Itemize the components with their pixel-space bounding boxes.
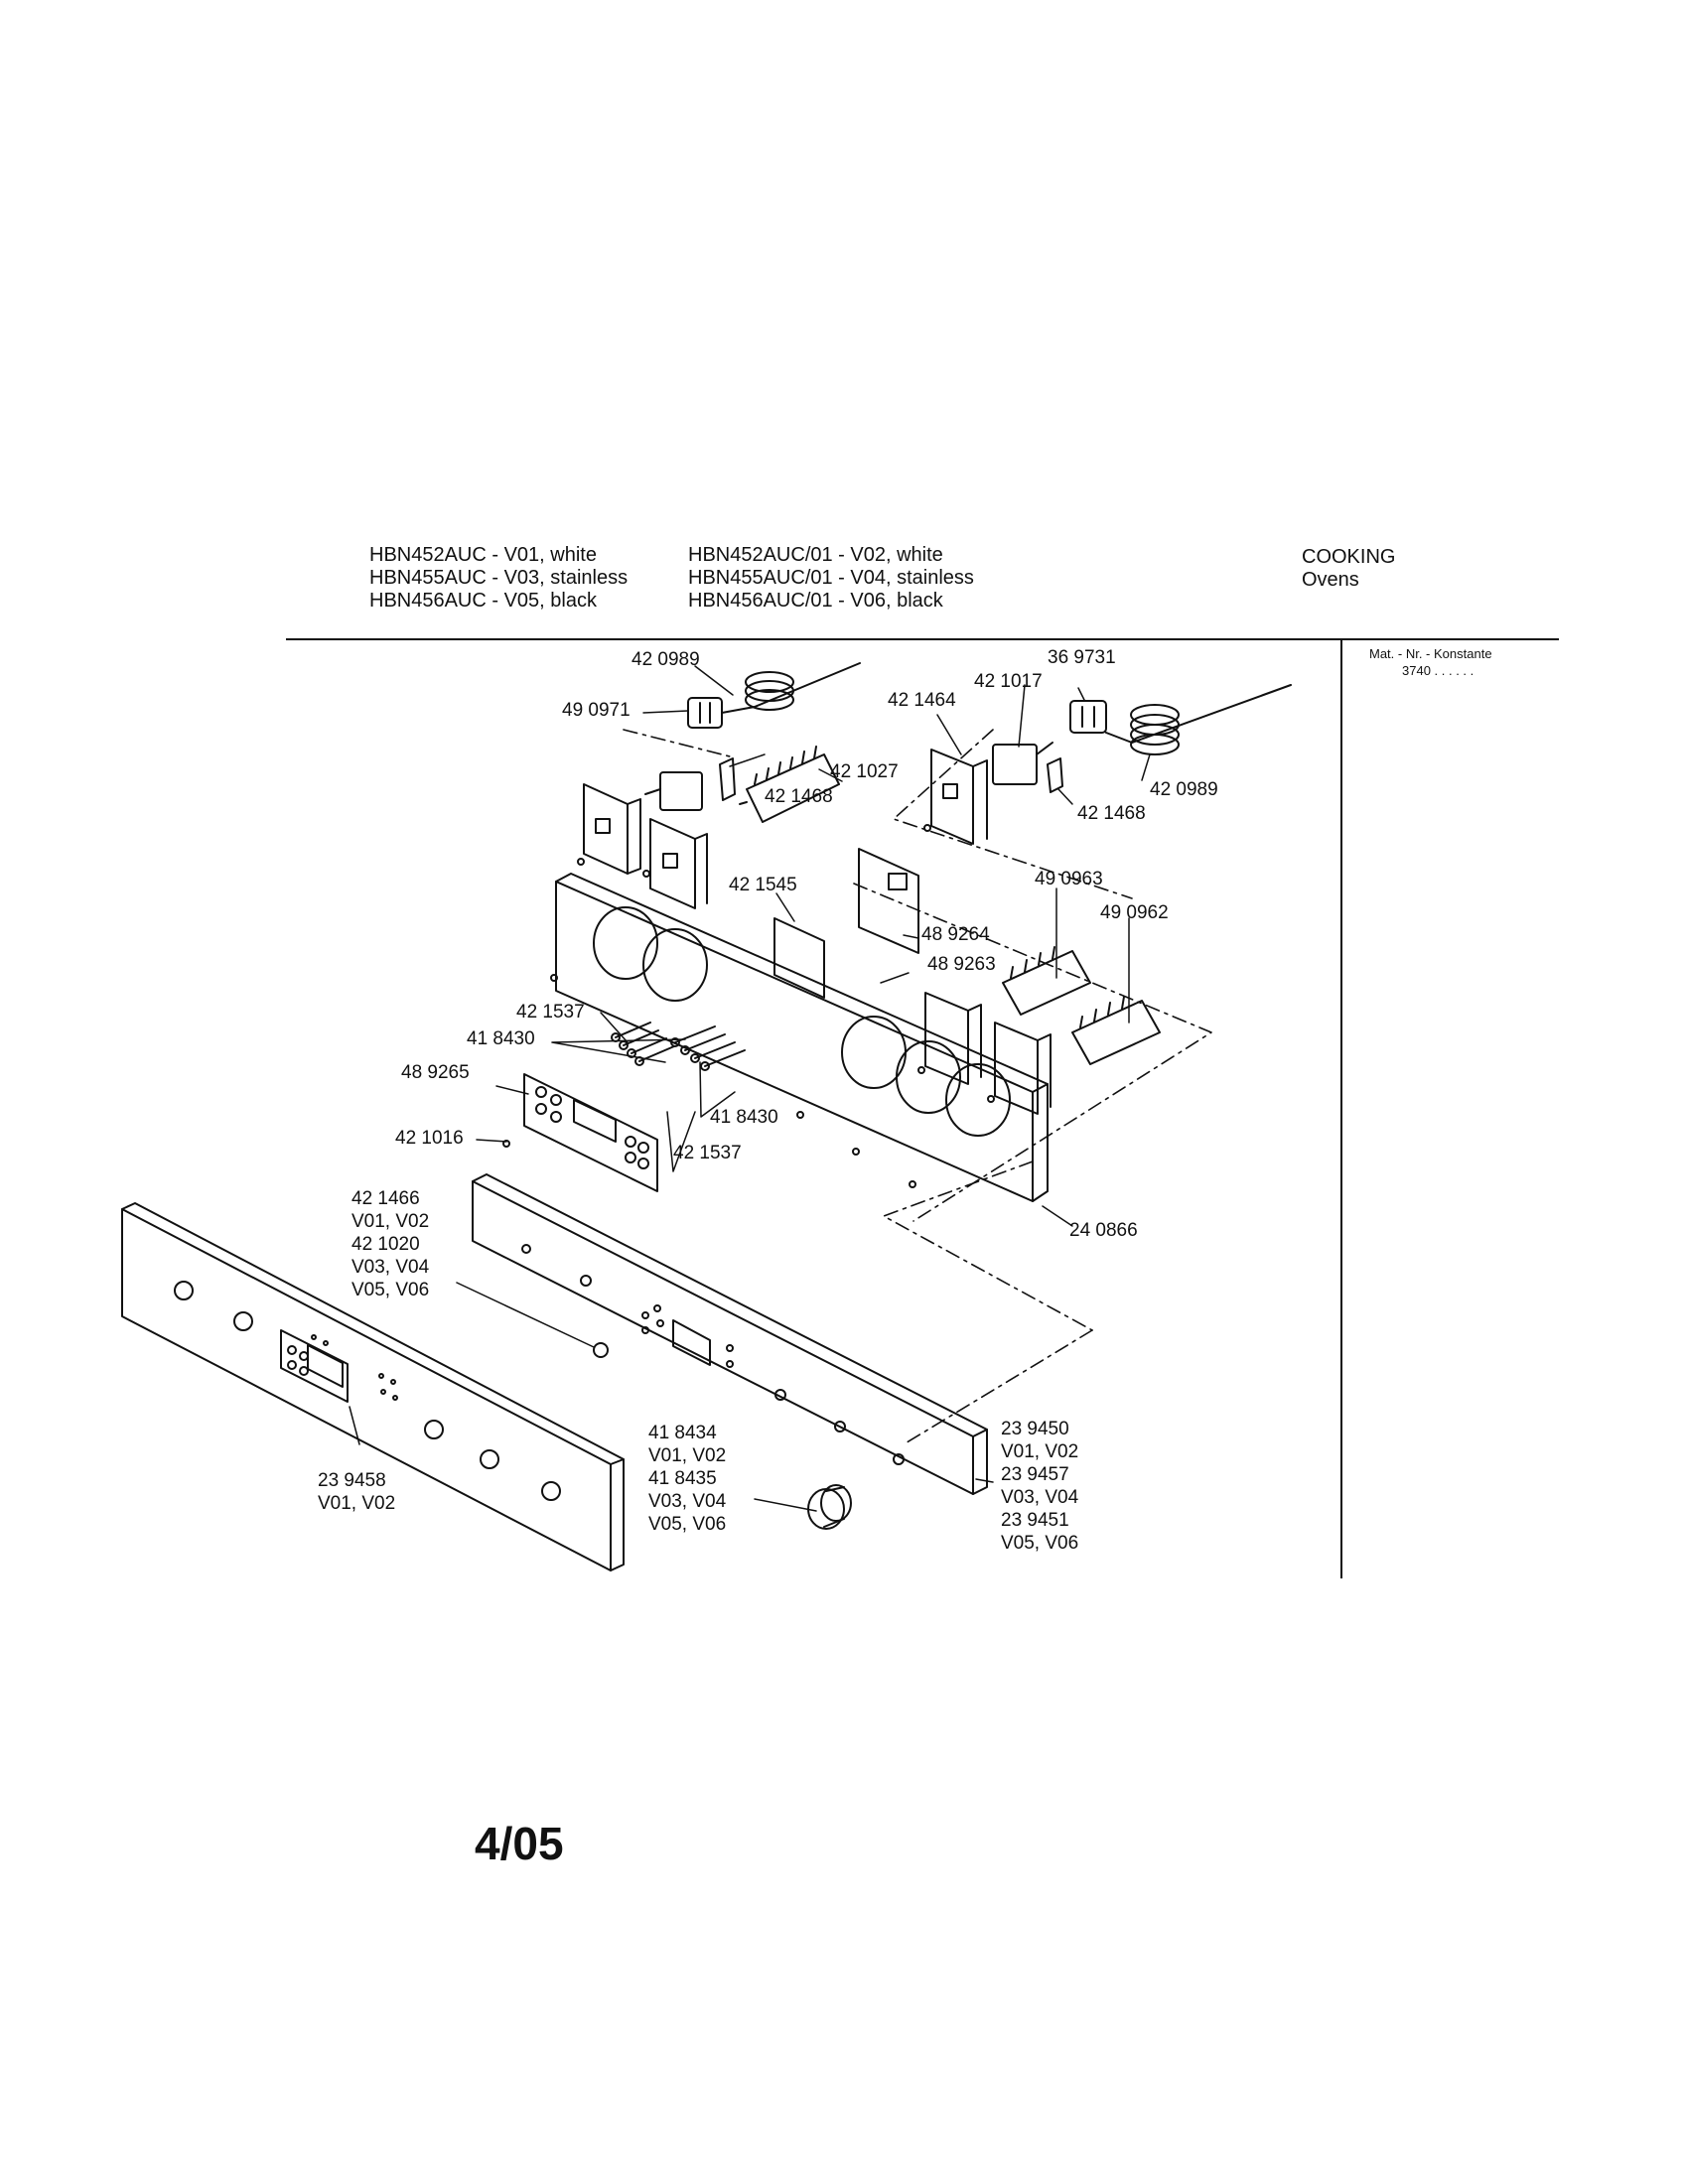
model-line: HBN452AUC/01 - V02, white [688, 544, 943, 566]
callout-42-0989-top: 42 0989 [632, 649, 700, 670]
callout-42-1027: 42 1027 [830, 761, 899, 782]
mat-nr-value: 3740 . . . . . . [1402, 663, 1474, 678]
selector-switch-b [1071, 996, 1161, 1065]
callout-48-9263: 48 9263 [927, 954, 996, 975]
control-frame [555, 873, 1049, 1202]
rotary-switch-left [644, 771, 703, 811]
callout-knob-group: 41 8434 V01, V02 41 8435 V03, V04 V05, V… [648, 1422, 726, 1536]
callout-42-1545: 42 1545 [729, 875, 797, 895]
callout-line: 42 1466 [351, 1188, 420, 1209]
model-line: HBN452AUC - V01, white [369, 544, 597, 566]
callout-42-1016: 42 1016 [395, 1128, 464, 1149]
callout-41-8430-mid: 41 8430 [710, 1107, 778, 1128]
callout-line: 23 9451 [1001, 1510, 1069, 1531]
model-list-left: HBN452AUC - V01, white HBN455AUC - V03, … [369, 544, 628, 613]
callout-line: 23 9457 [1001, 1464, 1069, 1485]
header-rule [286, 638, 1559, 640]
callout-36-9731: 36 9731 [1048, 647, 1116, 668]
push-button [593, 1342, 609, 1358]
bracket-lower-right-b [994, 1022, 1052, 1115]
callout-line: V01, V02 [351, 1211, 430, 1232]
inner-control-panel [472, 1173, 988, 1495]
callout-line: 23 9458 [318, 1470, 386, 1491]
callout-49-0971: 49 0971 [562, 700, 631, 721]
callout-42-1537-bottom: 42 1537 [673, 1143, 742, 1163]
callout-line: 23 9450 [1001, 1419, 1069, 1439]
side-column-rule [1340, 640, 1342, 1578]
model-line: HBN455AUC/01 - V04, stainless [688, 567, 974, 589]
mounting-plate [773, 917, 825, 999]
bracket-upper-left [583, 783, 641, 875]
leader-lines [349, 665, 1151, 1512]
callout-line: 42 1020 [351, 1234, 420, 1255]
mat-nr-label: Mat. - Nr. - Konstante [1369, 646, 1492, 661]
model-line: HBN456AUC - V05, black [369, 590, 597, 612]
thermostat-right [1069, 684, 1292, 755]
callout-42-1468-right: 42 1468 [1077, 803, 1146, 824]
bracket-lower-right-a [924, 992, 982, 1085]
connector-pins-lower [670, 1025, 746, 1071]
callout-49-0963: 49 0963 [1035, 869, 1103, 889]
clip-left [719, 757, 736, 801]
callout-41-8430-left: 41 8430 [467, 1028, 535, 1049]
bracket-upper-right [930, 749, 988, 845]
callout-42-1464: 42 1464 [888, 690, 956, 711]
callout-48-9264: 48 9264 [921, 924, 990, 945]
thermostat-left [687, 662, 861, 729]
callout-line: V01, V02 [648, 1445, 727, 1466]
callout-line: V05, V06 [1001, 1533, 1079, 1554]
callout-42-1017: 42 1017 [974, 671, 1043, 692]
display-module [523, 1073, 658, 1192]
clip-right [1047, 757, 1063, 793]
callout-front-group: 23 9458 V01, V02 [318, 1469, 395, 1515]
callout-line: V03, V04 [1001, 1487, 1079, 1508]
callout-line: V01, V02 [1001, 1441, 1079, 1462]
screws [502, 824, 995, 1188]
category-title: COOKING [1302, 546, 1396, 568]
callout-line: 41 8434 [648, 1423, 717, 1443]
category-subtitle: Ovens [1302, 569, 1359, 591]
callout-42-1537-top: 42 1537 [516, 1002, 585, 1023]
callout-42-1468-left: 42 1468 [765, 786, 833, 807]
page-number: 4/05 [475, 1818, 564, 1869]
assembly-guide-lines [623, 729, 1212, 1445]
callout-line: V01, V02 [318, 1493, 396, 1514]
callout-42-0989-right: 42 0989 [1150, 779, 1218, 800]
callout-line: V03, V04 [648, 1491, 727, 1512]
callout-line: V03, V04 [351, 1257, 430, 1278]
callout-line: 41 8435 [648, 1468, 717, 1489]
category-block: COOKING Ovens [1302, 546, 1395, 592]
callout-24-0866: 24 0866 [1069, 1220, 1138, 1241]
selector-switch-a [1002, 946, 1091, 1016]
callout-line: V05, V06 [648, 1514, 727, 1535]
callout-panel-group: 23 9450 V01, V02 23 9457 V03, V04 23 945… [1001, 1418, 1078, 1555]
model-line: HBN456AUC/01 - V06, black [688, 590, 943, 612]
selector-switch-left [739, 746, 840, 823]
callout-49-0962: 49 0962 [1100, 902, 1169, 923]
model-list-right: HBN452AUC/01 - V02, white HBN455AUC/01 -… [688, 544, 974, 613]
callout-button-group: 42 1466 V01, V02 42 1020 V03, V04 V05, V… [351, 1187, 429, 1301]
knob [807, 1484, 852, 1530]
callout-line: V05, V06 [351, 1280, 430, 1300]
front-panel [121, 1202, 625, 1571]
model-line: HBN455AUC - V03, stainless [369, 567, 629, 589]
bracket-upper-mid [649, 818, 708, 909]
circuit-board [858, 848, 919, 954]
callout-48-9265: 48 9265 [401, 1062, 470, 1083]
rotary-switch-right [992, 742, 1053, 785]
